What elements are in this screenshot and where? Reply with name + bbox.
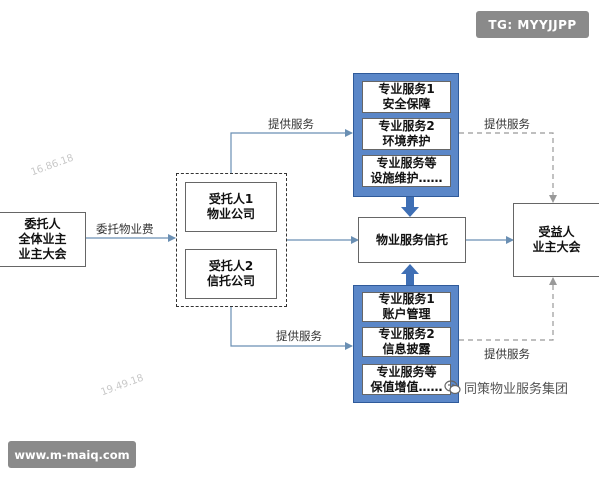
website-badge: www.m-maiq.com: [8, 441, 136, 468]
wechat-bubble-icon: [444, 379, 461, 394]
bottom-service-1-line2: 账户管理: [382, 307, 431, 321]
trustee1-line1: 受托人1: [208, 192, 254, 206]
top-service-3: 专业服务等 设施维护……: [362, 155, 451, 187]
watermark-text: 同策物业服务集团: [464, 381, 569, 397]
bottom-service-3: 专业服务等 保值增值……: [362, 364, 451, 395]
top-service-2-line1: 专业服务2: [378, 119, 435, 133]
beneficiary-line1: 受益人: [538, 225, 575, 239]
arrow-top-panel-to-center: [401, 196, 419, 217]
label-service-top-right: 提供服务: [484, 117, 530, 131]
arrow-bottom-panel-to-center: [401, 264, 419, 285]
top-service-2: 专业服务2 环境养护: [362, 118, 451, 150]
tg-badge: TG: MYYJJPP: [476, 11, 589, 38]
top-service-1: 专业服务1 安全保障: [362, 81, 451, 113]
label-service-top-left: 提供服务: [268, 117, 314, 131]
node-center: 物业服务信托: [358, 217, 466, 263]
bottom-service-1-line1: 专业服务1: [378, 292, 435, 306]
bottom-service-2-line1: 专业服务2: [378, 327, 435, 341]
node-entrustor: 委托人 全体业主 业主大会: [0, 212, 86, 267]
trustee1-line2: 物业公司: [206, 207, 255, 221]
trustee2-line2: 信托公司: [206, 274, 255, 288]
bottom-service-2-line2: 信息披露: [382, 342, 431, 356]
beneficiary-line2: 业主大会: [532, 240, 581, 254]
label-fee: 委托物业费: [96, 222, 154, 236]
label-service-bottom-right: 提供服务: [484, 347, 530, 361]
arrow-service-top: [230, 129, 353, 173]
arrow-service-bottom: [230, 307, 353, 350]
bottom-service-1: 专业服务1 账户管理: [362, 292, 451, 322]
node-trustee2: 受托人2 信托公司: [185, 249, 277, 299]
top-service-3-line1: 专业服务等: [376, 156, 437, 170]
arrow-dashed-top: [459, 132, 557, 203]
top-service-1-line1: 专业服务1: [378, 82, 435, 96]
bottom-service-3-line1: 专业服务等: [376, 364, 437, 379]
top-service-2-line2: 环境养护: [382, 134, 431, 148]
entrustor-line1: 委托人: [24, 217, 61, 231]
top-service-1-line2: 安全保障: [382, 97, 431, 111]
top-service-3-line2: 设施维护……: [370, 171, 443, 185]
bottom-service-2: 专业服务2 信息披露: [362, 327, 451, 357]
arrow-dashed-bottom: [459, 277, 557, 341]
node-beneficiary: 受益人 业主大会: [513, 203, 599, 277]
trustee2-line1: 受托人2: [208, 259, 254, 273]
trustee-group: [176, 173, 287, 307]
entrustor-line3: 业主大会: [18, 247, 67, 261]
watermark: 同策物业服务集团: [444, 376, 568, 398]
entrustor-line2: 全体业主: [18, 232, 67, 246]
center-label: 物业服务信托: [375, 232, 448, 247]
bottom-service-3-line2: 保值增值……: [370, 379, 443, 394]
node-trustee1: 受托人1 物业公司: [185, 182, 277, 232]
label-service-bottom-left: 提供服务: [276, 329, 322, 343]
